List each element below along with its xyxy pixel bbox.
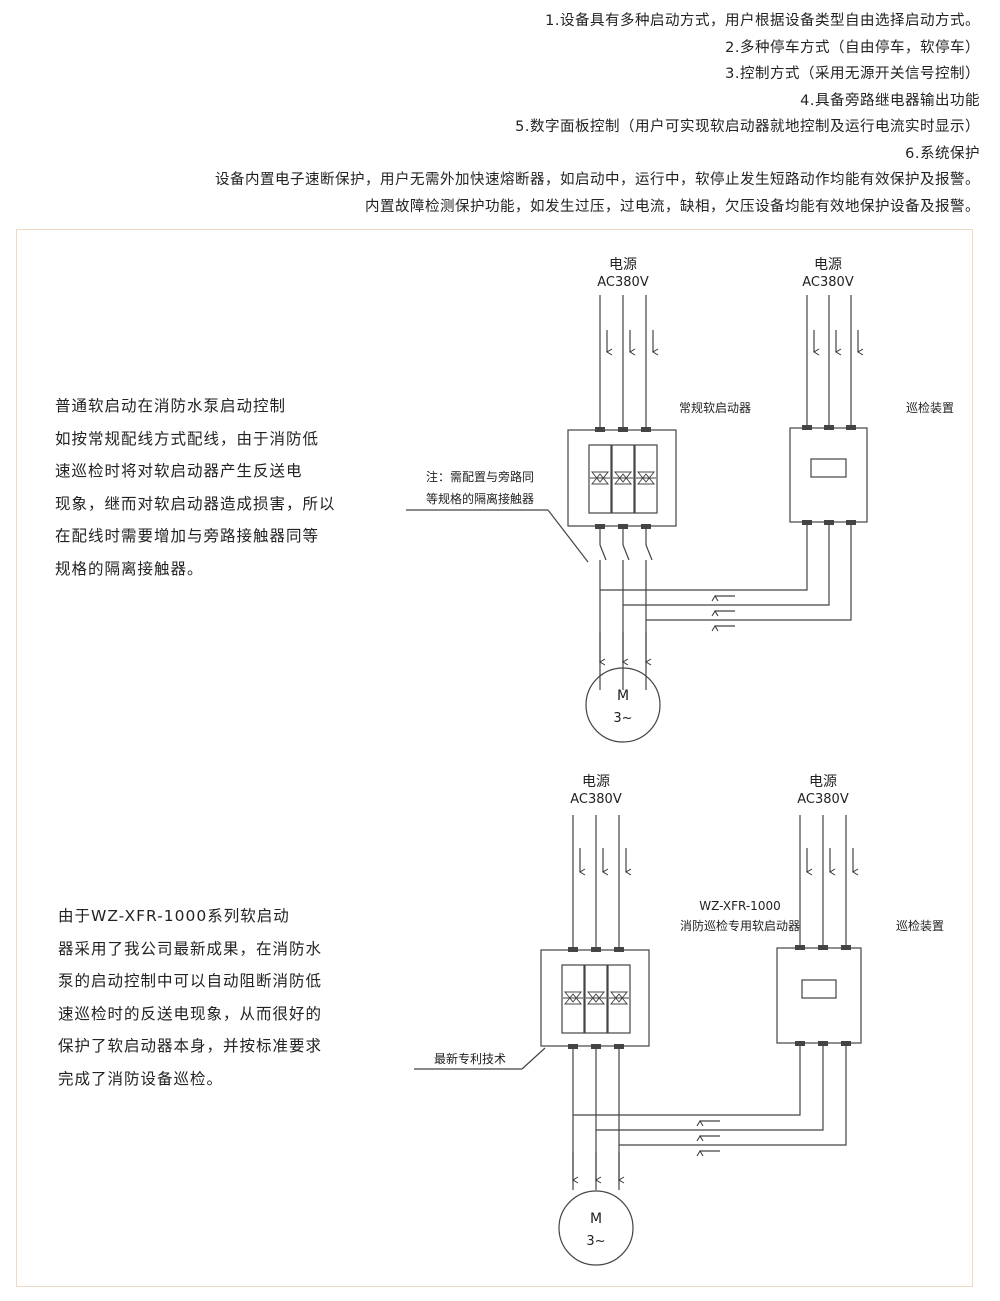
voltage-label: AC380V	[597, 275, 649, 290]
voltage-label: AC380V	[797, 792, 849, 807]
description-line: 普通软启动在消防水泵启动控制	[55, 397, 287, 415]
display-icon	[810, 458, 847, 478]
inspection-label: 巡检装置	[906, 400, 954, 415]
description-line: 如按常规配线方式配线，由于消防低	[55, 429, 320, 448]
tech-label: 最新专利技术	[434, 1051, 506, 1066]
note-line: 注：需配置与旁路同	[426, 469, 534, 484]
power-label: 电源	[609, 257, 637, 273]
motor-label: M	[590, 1211, 602, 1227]
description-line: 完成了消防设备巡检。	[58, 1069, 224, 1088]
note-line: 等规格的隔离接触器	[426, 491, 534, 506]
thyristor-icon	[588, 444, 658, 514]
starter-label: 消防巡检专用软启动器	[680, 918, 800, 933]
bypass-lines	[573, 1046, 847, 1157]
thyristor-icon	[561, 964, 631, 1034]
diagram1-description: 普通软启动在消防水泵启动控制 如按常规配线方式配线，由于消防低 速巡检时将对软启…	[55, 390, 336, 585]
feature-item: 6.系统保护	[905, 145, 980, 162]
motor-feed-arrows	[572, 1152, 625, 1184]
description-line: 保护了软启动器本身，并按标准要求	[58, 1037, 323, 1055]
feature-list: 1.设备具有多种启动方式，用户根据设备类型自由选择启动方式。 2.多种停车方式（…	[20, 8, 980, 220]
feature-item: 1.设备具有多种启动方式，用户根据设备类型自由选择启动方式。	[545, 13, 980, 29]
starter-label: 常规软启动器	[679, 400, 751, 415]
feature-item: 2.多种停车方式（自由停车，软停车）	[725, 39, 980, 56]
diagram2-description: 由于WZ-XFR-1000系列软启动 器采用了我公司最新成果，在消防水 泵的启动…	[58, 900, 322, 1095]
inspection-label: 巡检装置	[896, 918, 944, 933]
diagram2: 电源 AC380V 电源 AC380V WZ-XFR-1000 消防巡检专用软启…	[414, 774, 944, 1266]
terminal-icon	[568, 947, 624, 1049]
voltage-label: AC380V	[570, 792, 622, 807]
starter-supply-lines	[572, 815, 632, 950]
terminal-icon	[795, 945, 851, 1046]
feature-item: 5.数字面板控制（用户可实现软启动器就地控制及运行电流实时显示）	[515, 119, 980, 135]
voltage-label: AC380V	[802, 275, 854, 290]
diagram1: 电源 AC380V 电源 AC380V 常规软启动器 注：需配置与旁路	[406, 257, 954, 743]
isolation-contactor	[599, 529, 653, 690]
feature-item: 内置故障检测保护功能，如发生过压，过电流，缺相，欠压设备均能有效地保护设备及报警…	[365, 198, 980, 215]
inspection-supply-lines	[799, 815, 859, 945]
motor-icon	[585, 667, 661, 743]
motor-feed-arrows	[599, 632, 652, 666]
description-line: 速巡检时将对软启动器产生反送电	[55, 462, 303, 480]
description-line: 速巡检时的反送电现象，从而很好的	[58, 1004, 323, 1023]
inspection-box	[789, 427, 868, 523]
description-line: 由于WZ-XFR-1000系列软启动	[58, 907, 290, 925]
inspection-supply-lines	[806, 295, 864, 425]
terminal-icon	[802, 425, 856, 525]
motor-icon	[558, 1190, 634, 1266]
feature-item: 设备内置电子速断保护，用户无需外加快速熔断器，如启动中，运行中，软停止发生短路动…	[215, 172, 980, 188]
model-label: WZ-XFR-1000	[699, 899, 780, 913]
feature-item: 3.控制方式（采用无源开关信号控制）	[725, 66, 980, 82]
description-line: 现象，继而对软启动器造成损害，所以	[55, 494, 336, 513]
description-line: 规格的隔离接触器。	[55, 559, 204, 578]
inspection-box	[776, 947, 862, 1044]
bypass-lines	[600, 525, 852, 632]
display-icon	[801, 979, 837, 999]
power-label: 电源	[814, 257, 842, 273]
feature-item: 4.具备旁路继电器输出功能	[800, 92, 980, 109]
starter-supply-lines	[599, 295, 659, 430]
diagram-frame	[16, 229, 973, 1287]
power-label: 电源	[809, 774, 837, 790]
motor-label: M	[617, 688, 629, 704]
motor-phase: 3~	[586, 1234, 605, 1249]
terminal-icon	[595, 427, 651, 529]
motor-phase: 3~	[613, 711, 632, 726]
description-line: 在配线时需要增加与旁路接触器同等	[55, 527, 320, 545]
power-label: 电源	[582, 774, 610, 790]
description-line: 泵的启动控制中可以自动阻断消防低	[58, 972, 323, 990]
description-line: 器采用了我公司最新成果，在消防水	[58, 939, 323, 958]
